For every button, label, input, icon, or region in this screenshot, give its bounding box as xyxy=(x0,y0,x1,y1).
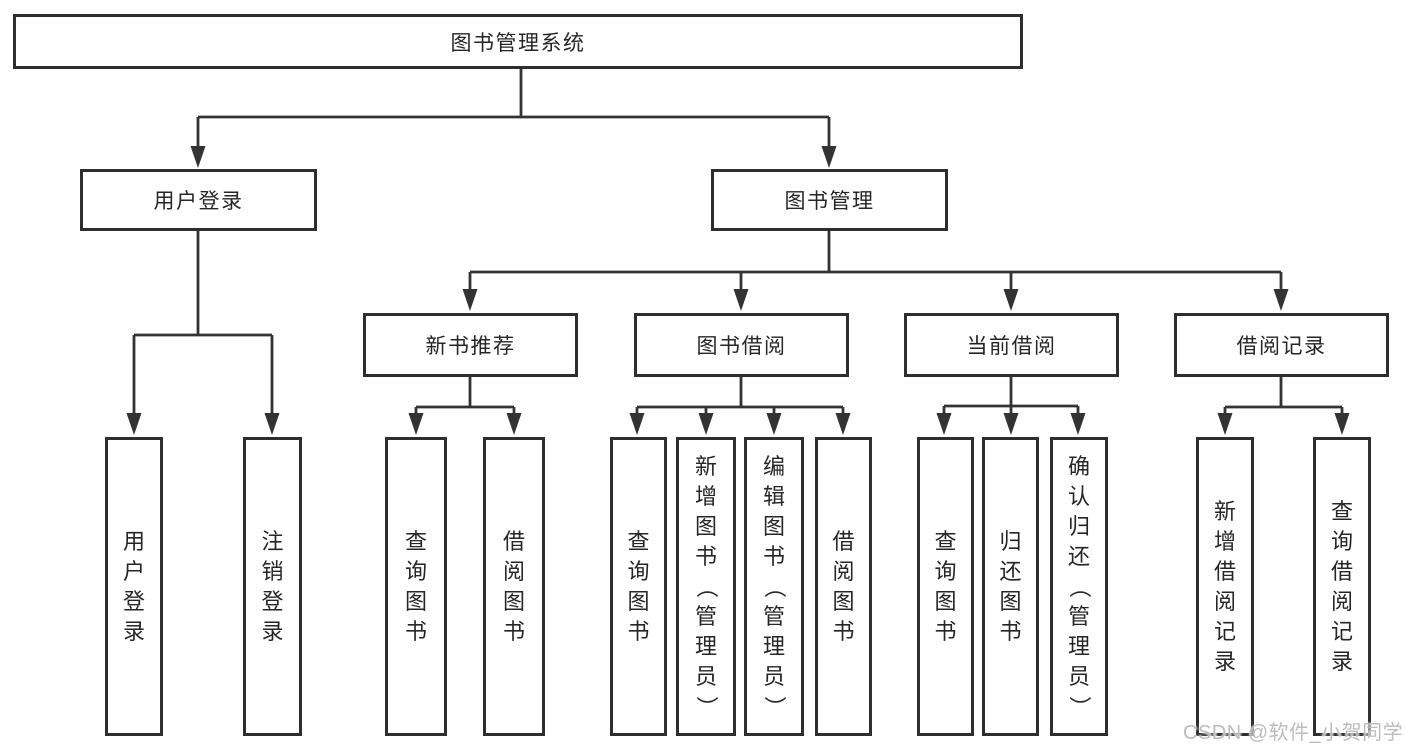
csdn-watermark: CSDN @软件_小贺同学 xyxy=(1183,722,1404,744)
node-library-management-system: 图书管理系统 xyxy=(13,14,1023,69)
leaf-logout: 注销登录 xyxy=(243,437,302,736)
leaf-cb-confirm-return-admin: 确认归还（管理员） xyxy=(1050,437,1108,736)
leaf-br-add-record: 新增借阅记录 xyxy=(1196,437,1254,736)
node-user-login: 用户登录 xyxy=(80,169,317,231)
node-book-management: 图书管理 xyxy=(711,169,948,231)
leaf-bb-add-books-admin: 新增图书（管理员） xyxy=(676,437,736,736)
node-book-borrowing: 图书借阅 xyxy=(634,313,849,377)
leaf-user-login: 用户登录 xyxy=(105,437,163,736)
leaf-bb-edit-books-admin: 编辑图书（管理员） xyxy=(744,437,804,736)
leaf-bb-query-books: 查询图书 xyxy=(610,437,667,736)
leaf-br-query-record: 查询借阅记录 xyxy=(1313,437,1371,736)
leaf-rec-query-books: 查询图书 xyxy=(385,437,447,736)
leaf-cb-return-books: 归还图书 xyxy=(982,437,1039,736)
leaf-bb-borrow-books: 借阅图书 xyxy=(815,437,872,736)
node-current-borrowing: 当前借阅 xyxy=(904,313,1119,377)
leaf-rec-borrow-books: 借阅图书 xyxy=(483,437,545,736)
node-borrowing-records: 借阅记录 xyxy=(1174,313,1389,377)
leaf-cb-query-books: 查询图书 xyxy=(917,437,974,736)
node-new-book-recommend: 新书推荐 xyxy=(363,313,578,377)
